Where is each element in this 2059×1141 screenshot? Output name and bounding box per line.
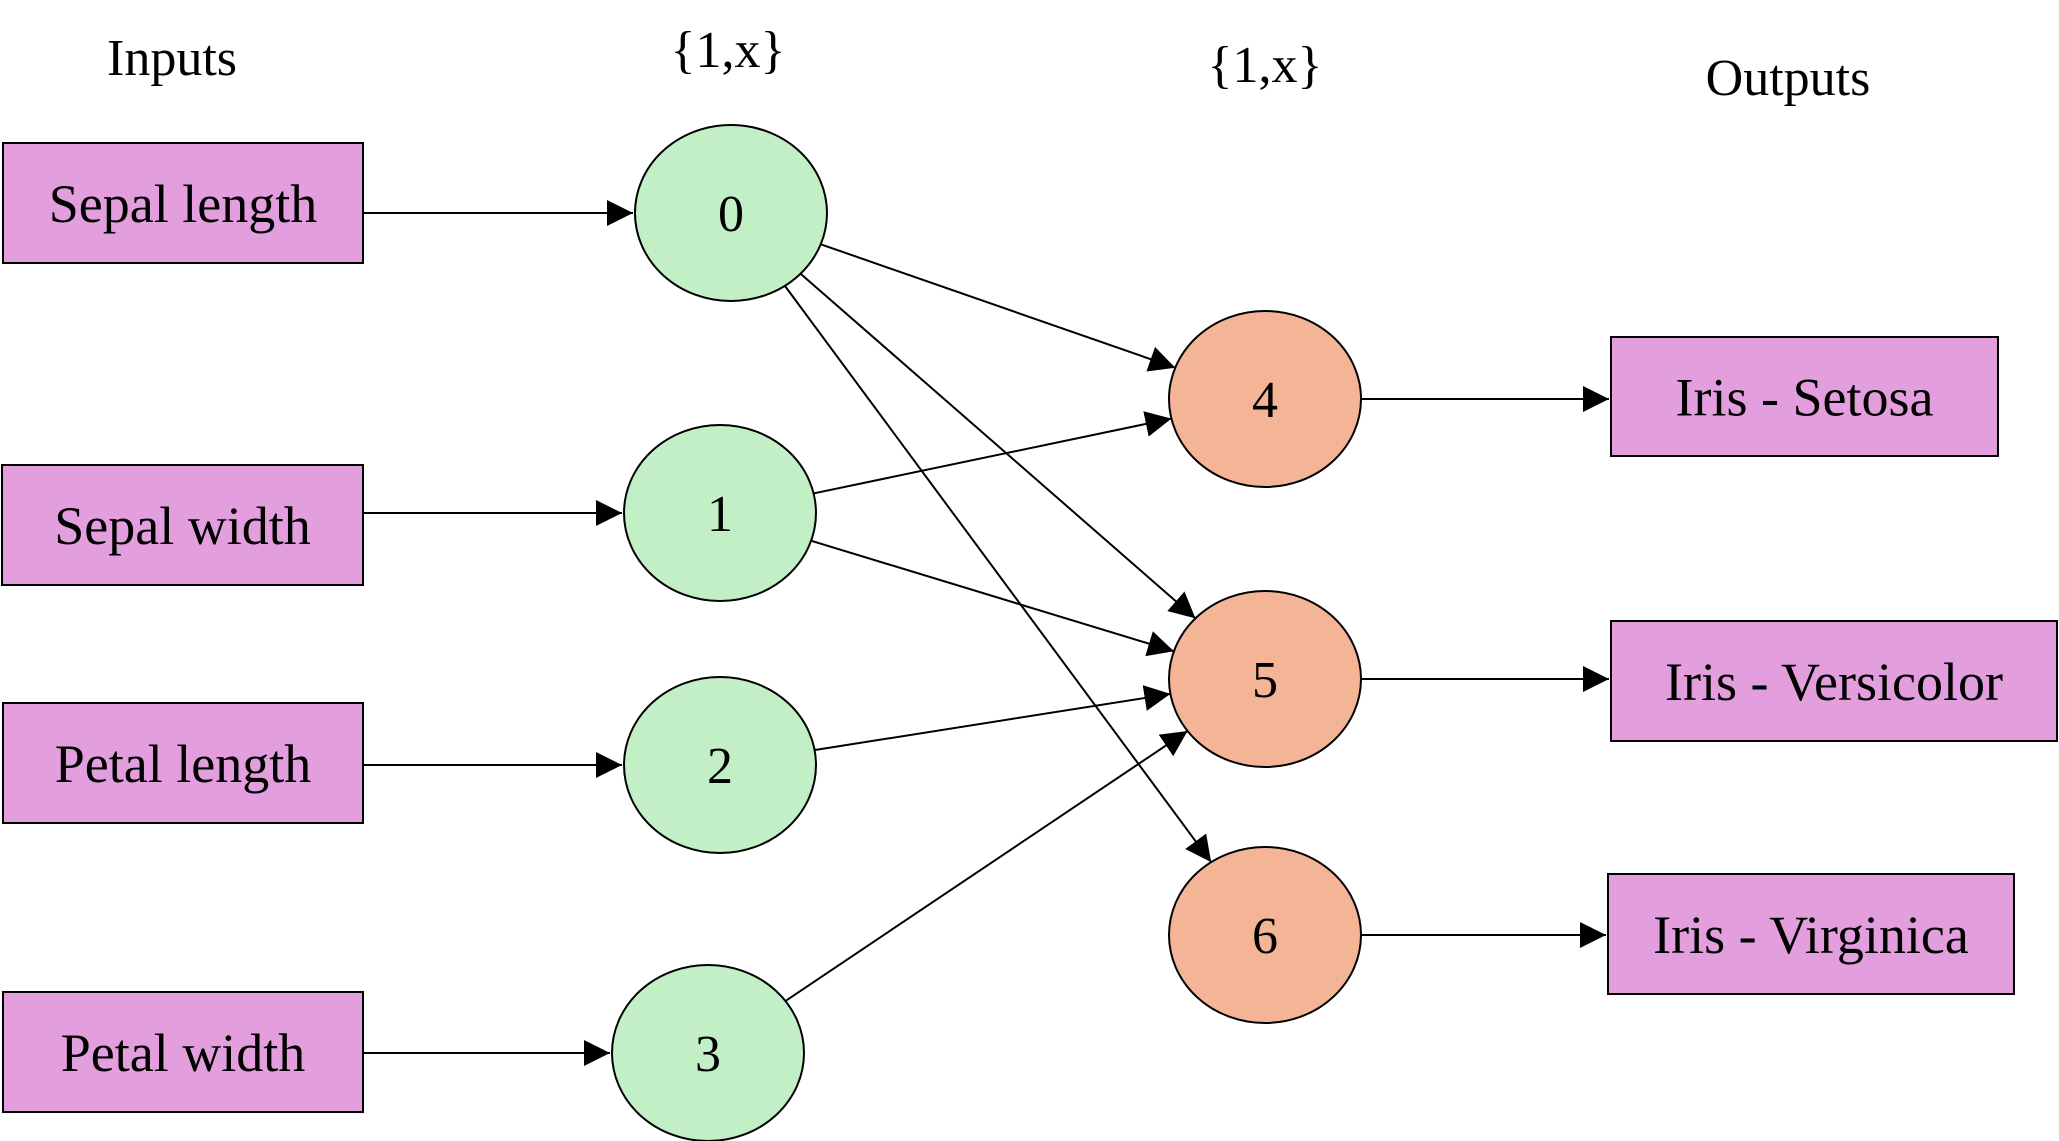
node-label-1: 1 [707,486,733,543]
node-circle [1168,846,1362,1024]
node-label-0: 0 [718,186,744,243]
node-0: 0 [634,124,828,302]
node-circle [623,424,817,602]
input-box-petal-width: Petal width [2,991,364,1113]
node-1: 1 [623,424,817,602]
node-circle [623,676,817,854]
output-label-iris-setosa: Iris - Setosa [1676,368,1934,428]
output-box-iris-versicolor: Iris - Versicolor [1610,620,2058,742]
node-circle [1168,310,1362,488]
node-label-2: 2 [707,738,733,795]
edge-0-to-6 [782,283,1212,863]
second-layer-header: {1,x} [1208,37,1323,94]
input-label-sepal-length: Sepal length [49,174,317,234]
input-box-background [2,702,364,824]
connections [363,200,1609,1066]
node-circle [1168,590,1362,768]
node-label-5: 5 [1252,652,1278,709]
input-box-sepal-width: Sepal width [1,464,364,586]
node-6: 6 [1168,846,1362,1024]
node-label-6: 6 [1252,908,1278,965]
input-label-petal-length: Petal length [55,734,311,794]
edge-2-to-5 [812,685,1171,752]
node-circle [634,124,828,302]
input-label-petal-width: Petal width [61,1023,305,1083]
node-2: 2 [623,676,817,854]
input-label-sepal-width: Sepal width [54,496,310,556]
edge-3-to-5 [783,730,1189,1003]
output-box-background [1610,620,2058,742]
input-box-background [1,464,364,586]
outputs-header: Outputs [1706,50,1871,107]
edge-0-to-5 [798,271,1197,620]
node-label-3: 3 [695,1026,721,1083]
output-box-iris-setosa: Iris - Setosa [1610,336,1999,457]
edge-0-to-4 [818,242,1176,372]
input-box-background [2,142,364,264]
output-box-background [1610,336,1999,457]
output-box-background [1607,873,2015,995]
node-5: 5 [1168,590,1362,768]
inputs-header: Inputs [107,30,237,87]
hidden-layer-header: {1,x} [671,22,786,79]
output-label-iris-virginica: Iris - Virginica [1653,905,1969,965]
node-circle [611,964,805,1141]
node-label-4: 4 [1252,372,1278,429]
network-nodes: 0 1 2 3 4 5 6 [611,124,1362,1141]
input-box-background [2,991,364,1113]
output-box-iris-virginica: Iris - Virginica [1607,873,2015,995]
input-box-sepal-length: Sepal length [2,142,364,264]
output-label-iris-versicolor: Iris - Versicolor [1665,652,2003,712]
edge-1-to-4 [811,411,1172,495]
edge-1-to-5 [808,539,1175,657]
node-4: 4 [1168,310,1362,488]
node-3: 3 [611,964,805,1141]
input-box-petal-length: Petal length [2,702,364,824]
